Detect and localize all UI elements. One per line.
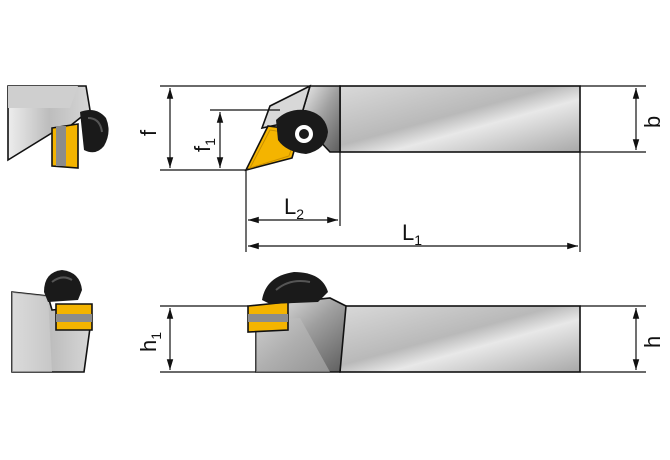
shank (339, 305, 581, 373)
dimension-labels: f f1 b L2 L1 h1 h (136, 116, 665, 352)
label-f1: f1 (190, 138, 218, 152)
label-h: h (640, 336, 665, 348)
plan-view (244, 84, 581, 172)
end-view-top (7, 85, 109, 169)
label-L2: L2 (284, 194, 304, 222)
clamp-screw-icon (80, 110, 109, 153)
insert-icon (51, 123, 79, 169)
insert-icon (55, 303, 93, 331)
label-L1: L1 (402, 220, 422, 248)
label-h1: h1 (136, 332, 164, 352)
dimensions (160, 85, 646, 373)
clamp-screw-icon (276, 109, 328, 154)
clamp-screw-icon (44, 270, 82, 302)
label-b: b (640, 116, 665, 128)
clamp-screw-icon (262, 272, 328, 304)
end-view-bottom (11, 270, 93, 373)
shank (339, 85, 581, 153)
label-f: f (136, 129, 161, 136)
insert-icon (247, 301, 289, 333)
side-view (247, 272, 581, 373)
